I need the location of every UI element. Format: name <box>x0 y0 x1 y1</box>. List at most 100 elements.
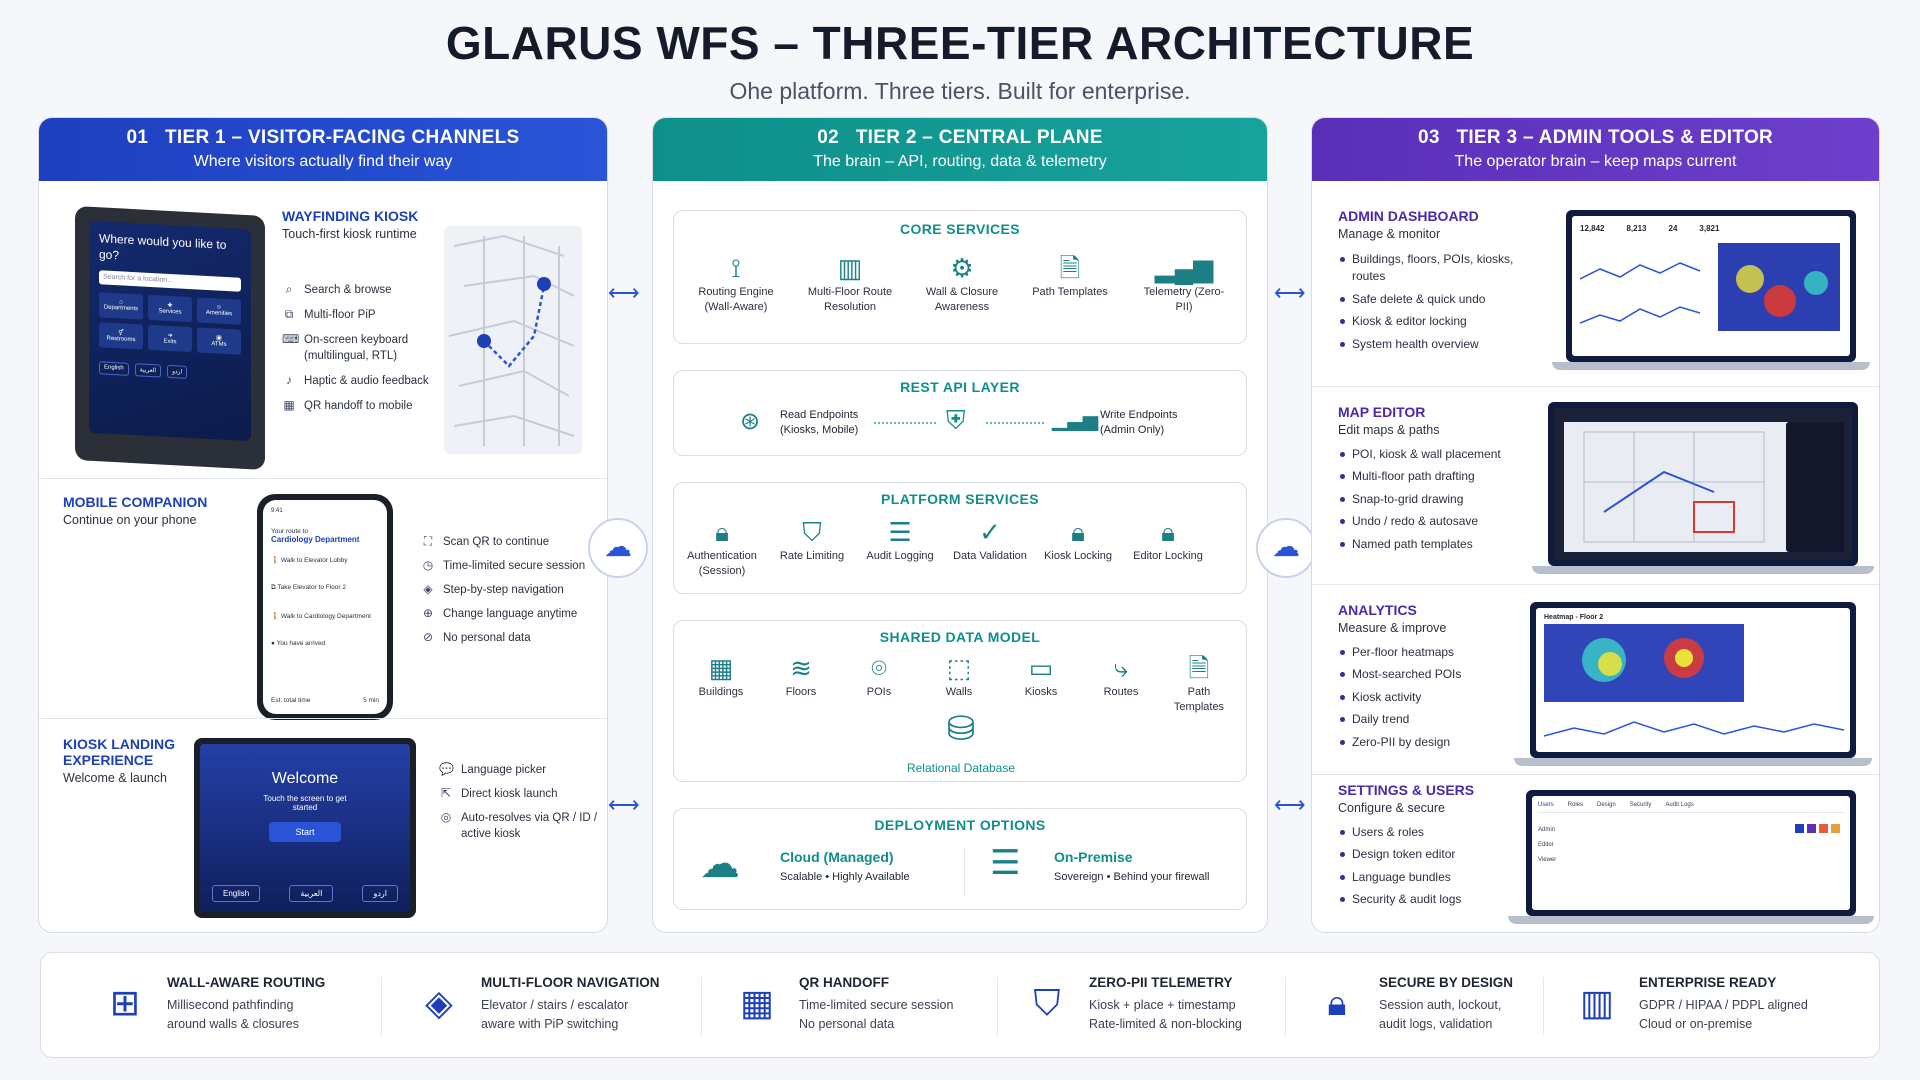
dash-stat: 3,821 <box>1699 224 1720 233</box>
settings-row: Admin <box>1538 827 1556 833</box>
analytics-screenshot: Heatmap - Floor 2 <box>1530 602 1856 758</box>
map-editor-bullet: Named path templates <box>1338 536 1528 553</box>
mobile-feature: Step-by-step navigation <box>443 584 564 597</box>
phone-time: 9:41 <box>271 508 283 514</box>
tier-1-subtitle: Where visitors actually find their way <box>193 153 453 170</box>
document-icon: 🗎 <box>1059 253 1081 283</box>
platform-service-label: Audit Logging <box>866 550 934 562</box>
settings-tab[interactable]: Audit Logs <box>1665 802 1694 808</box>
analytics-bullet: Daily trend <box>1338 711 1528 728</box>
data-model-label: Walls <box>945 686 973 698</box>
walls-icon: ⬚ <box>946 653 972 683</box>
settings-subtitle: Configure & secure <box>1338 801 1446 815</box>
landing-lang-button[interactable]: العربية <box>289 885 334 902</box>
analytics-bullet: Most-searched POIs <box>1338 666 1528 683</box>
lock-icon: 🔒︎ <box>1161 517 1175 547</box>
write-endpoints-label: Write Endpoints <box>1100 409 1178 421</box>
kiosk-lang: العربية <box>134 363 162 378</box>
kiosk-screen: Where would you like to go? Search for a… <box>89 220 251 442</box>
analytics-bullet: Per-floor heatmaps <box>1338 644 1528 661</box>
dash-stat: 12,842 <box>1580 224 1605 233</box>
deployment-title: DEPLOYMENT OPTIONS <box>874 817 1046 833</box>
mobile-subtitle: Continue on your phone <box>63 513 197 527</box>
kiosk-tile: ➜Exits <box>148 325 192 353</box>
cloud-deploy-sub: Scalable • Highly Available <box>780 871 910 883</box>
globe-icon: ⊕ <box>422 606 434 621</box>
feature-desc: Elevator / stairs / escalator <box>481 998 629 1012</box>
landing-welcome: Welcome <box>271 770 339 787</box>
settings-bullet: Design token editor <box>1338 846 1528 863</box>
kiosk-device: Where would you like to go? Search for a… <box>75 206 265 470</box>
shield-check-icon: ⛉ <box>1033 982 1061 1023</box>
launch-icon: ⇱ <box>440 786 452 801</box>
admin-dashboard-title: ADMIN DASHBOARD <box>1338 208 1479 224</box>
kiosk-feature: QR handoff to mobile <box>304 400 413 413</box>
kiosk-title: WAYFINDING KIOSK <box>282 208 419 224</box>
shared-data-model-box: SHARED DATA MODEL ▦Buildings ≋Floors ⌾PO… <box>673 620 1247 782</box>
feature-title: SECURE BY DESIGN <box>1379 975 1514 990</box>
platform-service-label: Kiosk Locking <box>1044 550 1112 562</box>
route-icon: ⤷ <box>1113 653 1129 683</box>
mobile-feature: Time-limited secure session <box>443 560 586 573</box>
core-service-label: Telemetry (Zero-PII) <box>1143 286 1225 313</box>
lock-icon: 🔒︎ <box>1071 517 1085 547</box>
heatmap-title: Heatmap - Floor 2 <box>1544 614 1604 621</box>
lock-icon: 🔒︎ <box>715 517 729 547</box>
landing-feature: Direct kiosk launch <box>461 788 558 801</box>
data-model-label: Path Templates <box>1173 686 1225 713</box>
floor-map-3d <box>444 226 582 454</box>
feature-desc: audit logs, validation <box>1379 1016 1493 1031</box>
kiosk-lang: اردو <box>167 365 188 380</box>
data-model-label: Floors <box>785 686 817 698</box>
analytics-title: ANALYTICS <box>1338 602 1417 618</box>
kiosk-tile: ⌂Departments <box>99 292 143 320</box>
tier-1-number: 01 <box>126 127 149 148</box>
core-service-label: Multi-Floor Route Resolution <box>807 286 893 313</box>
settings-tab[interactable]: Users <box>1538 802 1554 808</box>
database-label: Relational Database <box>906 761 1016 775</box>
rest-api-title: REST API LAYER <box>900 379 1020 395</box>
tier-3-header: 03 TIER 3 – ADMIN TOOLS & EDITOR The ope… <box>1312 118 1879 181</box>
kiosk-tile: ⚥Restrooms <box>99 322 143 350</box>
tier-3-subtitle: The operator brain – keep maps current <box>1454 153 1737 170</box>
kiosk-search-field: Search for a location... <box>99 270 241 292</box>
admin-dashboard-bullet: System health overview <box>1338 336 1528 353</box>
feature-title: ENTERPRISE READY <box>1639 975 1777 990</box>
tier2-tier3-arrow: ⟷ <box>1274 792 1306 817</box>
feature-desc: around walls & closures <box>167 1016 300 1031</box>
feature-desc: GDPR / HIPAA / PDPL aligned <box>1639 998 1808 1012</box>
tier-3-title: TIER 3 – ADMIN TOOLS & EDITOR <box>1456 127 1774 148</box>
phone-step: ⧉ Take Elevator to Floor 2 <box>271 584 346 591</box>
settings-title: SETTINGS & USERS <box>1338 782 1475 798</box>
landing-tablet: Welcome Touch the screen to get started … <box>194 738 416 918</box>
feature-desc: Rate-limited & non-blocking <box>1089 1016 1242 1031</box>
phone-total-label: Est. total time <box>271 697 311 704</box>
map-editor-bullet: Undo / redo & autosave <box>1338 513 1528 530</box>
analytics-bullet: Kiosk activity <box>1338 689 1528 706</box>
settings-tab[interactable]: Design <box>1597 802 1616 808</box>
mobile-feature: Scan QR to continue <box>443 536 550 548</box>
landing-feature: Auto-resolves via QR / ID / active kiosk <box>461 812 598 841</box>
map-editor-bullet: POI, kiosk & wall placement <box>1338 446 1528 463</box>
kiosk-subtitle: Touch-first kiosk runtime <box>282 227 417 241</box>
platform-service-label: Editor Locking <box>1133 550 1203 562</box>
feature-desc: Session auth, lockout, <box>1379 998 1502 1012</box>
cloud-icon: ☁ <box>588 518 648 578</box>
kiosk-tile: ▣ATMs <box>197 327 241 355</box>
tier-1-panel: 01 TIER 1 – VISITOR-FACING CHANNELS Wher… <box>38 117 608 933</box>
data-model-label: POIs <box>866 686 892 698</box>
feature-title: MULTI-FLOOR NAVIGATION <box>481 975 660 990</box>
routing-icon: ⟟ <box>731 253 741 283</box>
landing-lang-button[interactable]: اردو <box>362 885 398 902</box>
settings-bullet: Security & audit logs <box>1338 891 1528 908</box>
stack-icon: ◈ <box>425 982 453 1023</box>
landing-lang-button[interactable]: English <box>212 885 261 902</box>
landing-title: KIOSK LANDING EXPERIENCE <box>63 736 175 768</box>
core-service-label: Routing Engine (Wall-Aware) <box>698 286 774 313</box>
settings-tab[interactable]: Roles <box>1567 802 1584 808</box>
landing-start-button[interactable]: Start <box>269 822 341 842</box>
cloud-icon: ☁ <box>1256 518 1316 578</box>
deployment-box: DEPLOYMENT OPTIONS ☁ Cloud (Managed)Scal… <box>673 808 1247 910</box>
settings-tab[interactable]: Security <box>1629 802 1652 808</box>
data-model-label: Buildings <box>698 686 744 698</box>
